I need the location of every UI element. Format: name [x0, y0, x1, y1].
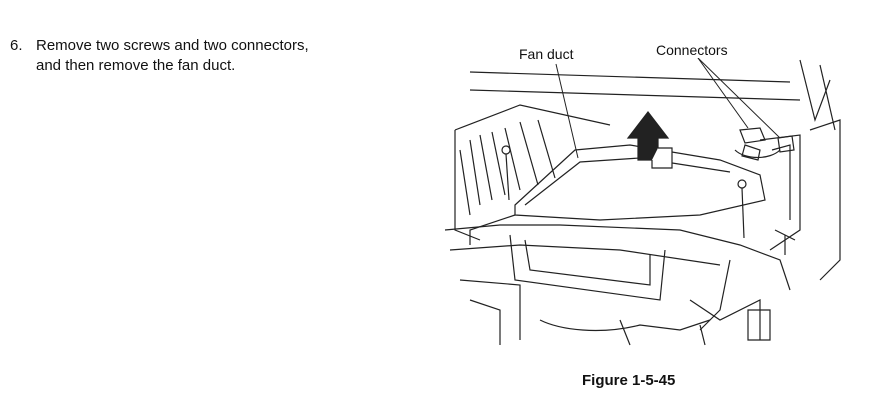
connector-leader-1: [697, 57, 749, 129]
figure-caption: Figure 1-5-45: [582, 372, 676, 389]
fan-duct-illustration: [444, 57, 841, 346]
step-text-1: Remove two screws and two connectors,: [36, 37, 309, 54]
step-line-2: and then remove the fan duct.: [36, 57, 236, 74]
step-number: 6.: [10, 37, 23, 54]
screw-left: [501, 145, 511, 201]
step-instruction: 6.Remove two screws and two connectors, …: [10, 36, 309, 76]
step-line-1: 6. Remove two screws and two connectors,: [10, 36, 309, 56]
connector-leader-2: [697, 57, 781, 139]
screw-right: [737, 179, 747, 239]
fan-duct-label: Fan duct: [517, 46, 576, 62]
fan-duct-leader: [555, 63, 579, 159]
up-arrow-icon: [626, 111, 673, 169]
connectors-label: Connectors: [654, 42, 730, 58]
